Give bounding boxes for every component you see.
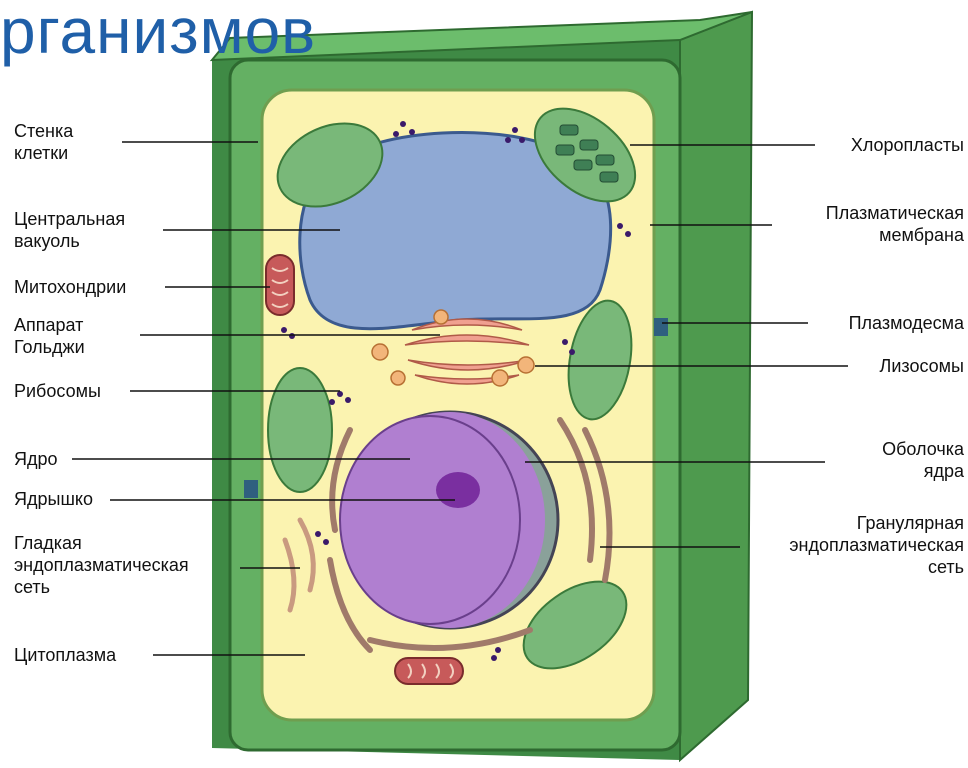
plasmodesma-left xyxy=(244,480,258,498)
label-chloroplasts: Хлоропласты xyxy=(851,134,964,156)
label-cytoplasm: Цитоплазма xyxy=(14,644,116,666)
label-lysosomes: Лизосомы xyxy=(880,355,964,377)
nucleus xyxy=(340,412,558,628)
label-cell-wall: Стенкаклетки xyxy=(14,120,73,164)
label-rough-er: Гранулярнаяэндоплазматическаясеть xyxy=(789,512,964,578)
label-golgi: АппаратГольджи xyxy=(14,314,85,358)
label-nuclear-envelope: Оболочкаядра xyxy=(882,438,964,482)
label-plasmodesma: Плазмодесма xyxy=(849,312,964,334)
label-nucleolus: Ядрышко xyxy=(14,488,93,510)
label-ribosomes: Рибосомы xyxy=(14,380,101,402)
slide-title: рганизмов xyxy=(0,0,316,68)
plasmodesma-right xyxy=(654,318,668,336)
label-nucleus: Ядро xyxy=(14,448,58,470)
label-plasma-membrane: Плазматическаямембрана xyxy=(826,202,964,246)
label-mitochondria: Митохондрии xyxy=(14,276,126,298)
nucleolus-shape xyxy=(436,472,480,508)
label-central-vacuole: Центральнаявакуоль xyxy=(14,208,125,252)
chloroplast xyxy=(268,368,332,492)
label-smooth-er: Гладкаяэндоплазматическаясеть xyxy=(14,532,189,598)
cell-wall-right-face xyxy=(680,12,752,760)
